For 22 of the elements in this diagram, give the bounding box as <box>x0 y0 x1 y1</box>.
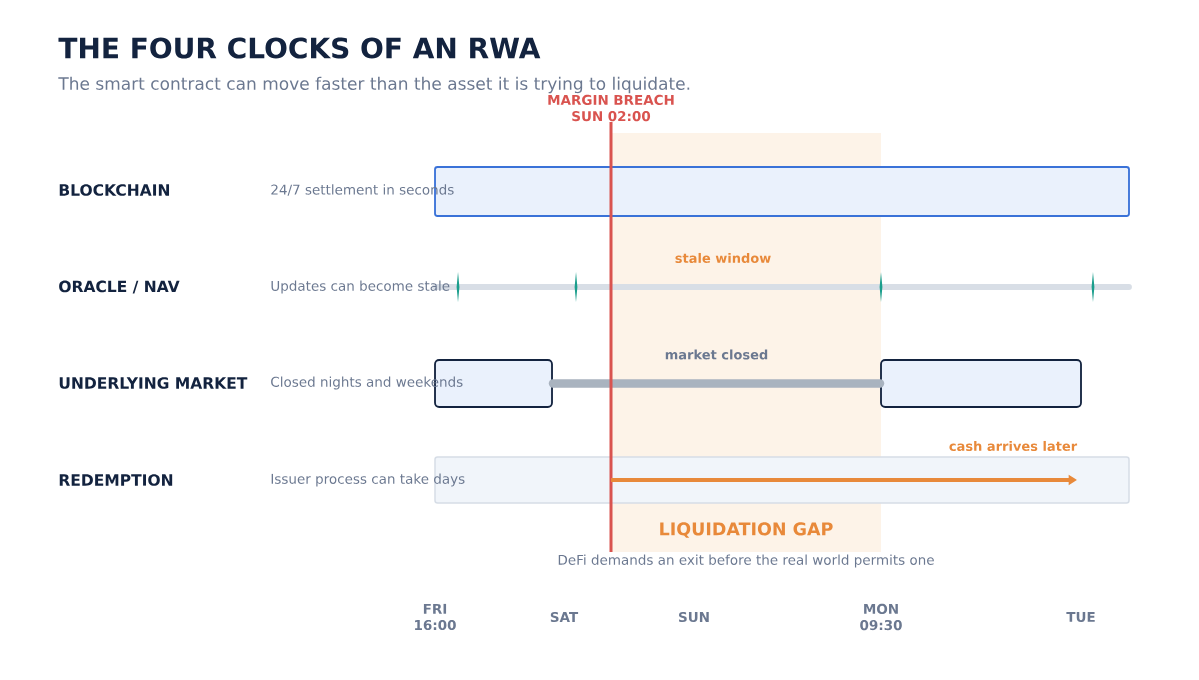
day-label: FRI 16:00 <box>415 603 456 631</box>
row-heading: UNDERLYING MARKET <box>59 377 248 389</box>
window-label: stale window <box>675 252 771 264</box>
timeline-bar <box>434 456 1130 504</box>
session-box <box>880 359 1082 408</box>
arrow-label: cash arrives later <box>949 440 1078 451</box>
edge-label: market closed <box>665 349 768 360</box>
closed-connector <box>548 379 885 388</box>
title: THE FOUR CLOCKS OF AN RWA <box>58 37 541 59</box>
day-label: MON 09:30 <box>860 603 902 631</box>
row-description: Updates can become stale <box>271 280 450 294</box>
day-label: TUE <box>1066 612 1095 622</box>
day-label: SAT <box>550 611 579 623</box>
subtitle: The smart contract can move faster than the asset it is trying to liquidate. <box>58 76 690 94</box>
day-label: SUN <box>679 611 709 623</box>
row-heading: ORACLE / NAV <box>59 280 180 294</box>
row-heading: BLOCKCHAIN <box>59 184 169 196</box>
row-description: Issuer process can take days <box>271 473 465 487</box>
gap-label: LIQUIDATION GAP <box>660 522 833 538</box>
breach-label: MARGIN BREACH SUN 02:00 <box>548 94 674 122</box>
note: DeFi demands an exit before the real world permits one <box>558 554 934 568</box>
row-heading: REDEMPTION <box>59 474 173 486</box>
